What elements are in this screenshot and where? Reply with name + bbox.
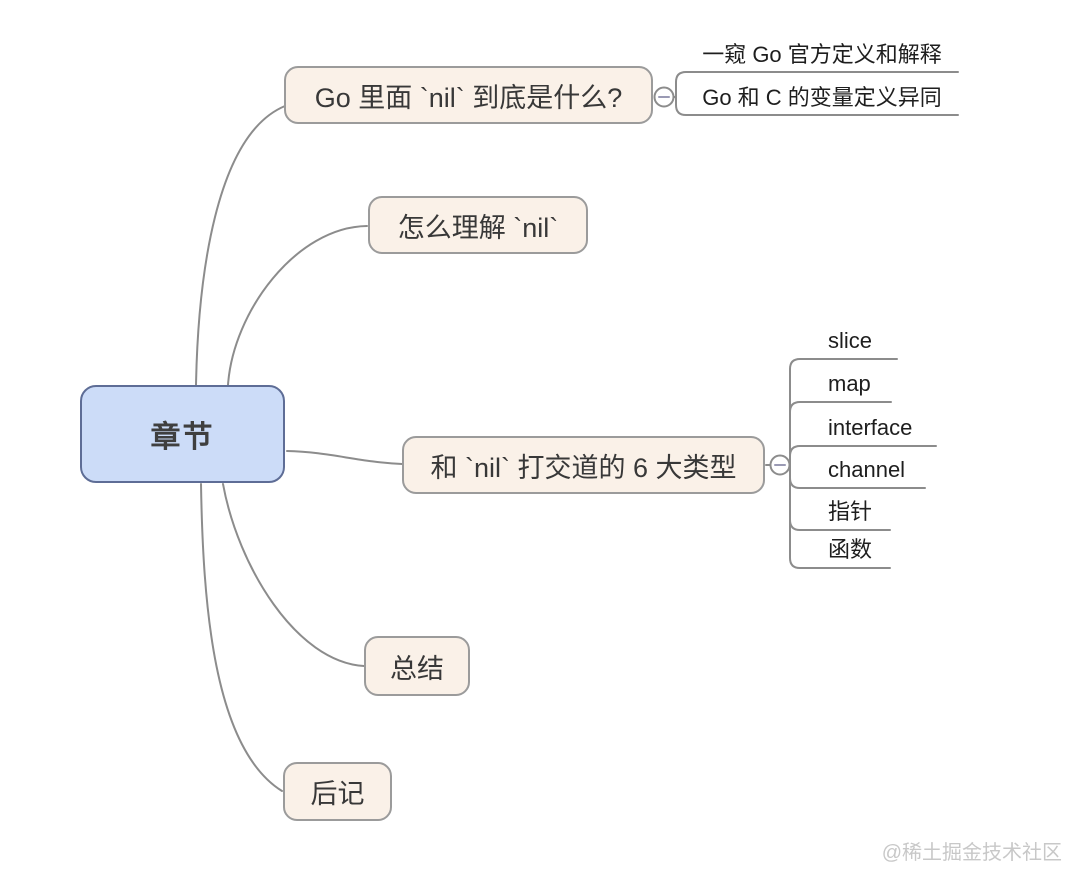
- connector-branch1-child2: [673, 96, 959, 116]
- connector-branch3-map: [789, 401, 892, 466]
- subtopic-go-official-definition[interactable]: 一窥 Go 官方定义和解释: [702, 42, 942, 67]
- topic-label: 和 `nil` 打交道的 6 大类型: [430, 452, 737, 483]
- topic-postscript[interactable]: 后记: [283, 762, 392, 821]
- topic-six-types-with-nil[interactable]: 和 `nil` 打交道的 6 大类型: [402, 436, 765, 494]
- connector-root-branch4: [222, 483, 365, 667]
- watermark-juejin-community: @稀土掘金技术社区: [881, 842, 1062, 864]
- topic-label: Go 里面 `nil` 到底是什么?: [314, 82, 623, 113]
- subtopic-channel[interactable]: channel: [828, 457, 906, 482]
- topic-label: 后记: [310, 779, 365, 809]
- connector-branch3-function: [789, 464, 891, 569]
- topic-label: 总结: [390, 653, 444, 684]
- subtopic-slice[interactable]: slice: [828, 328, 873, 353]
- connector-root-branch2: [227, 225, 368, 386]
- connector-root-branch5: [200, 483, 283, 792]
- topic-go-nil-what-is-it[interactable]: Go 里面 `nil` 到底是什么?: [284, 66, 653, 124]
- topic-summary[interactable]: 总结: [364, 636, 470, 696]
- topic-label: 怎么理解 `nil`: [397, 212, 559, 243]
- subtopic-go-vs-c-variables[interactable]: Go 和 C 的变量定义异同: [702, 85, 942, 110]
- subtopic-pointer[interactable]: 指针: [828, 499, 873, 524]
- connector-branch3-slice: [789, 358, 898, 466]
- collapse-button-branch1[interactable]: [653, 86, 675, 108]
- root-topic[interactable]: 章节: [80, 385, 285, 483]
- subtopic-function[interactable]: 函数: [828, 537, 873, 562]
- connector-root-branch3: [286, 450, 403, 465]
- subtopic-interface[interactable]: interface: [828, 415, 913, 440]
- collapse-button-branch3[interactable]: [769, 454, 791, 476]
- subtopic-map[interactable]: map: [828, 371, 871, 396]
- root-topic-label: 章节: [150, 421, 215, 454]
- connector-branch3-interface: [789, 445, 937, 466]
- connector-branch1-child1: [673, 71, 959, 98]
- connector-root-branch1: [195, 105, 286, 386]
- topic-how-to-understand-nil[interactable]: 怎么理解 `nil`: [368, 196, 588, 254]
